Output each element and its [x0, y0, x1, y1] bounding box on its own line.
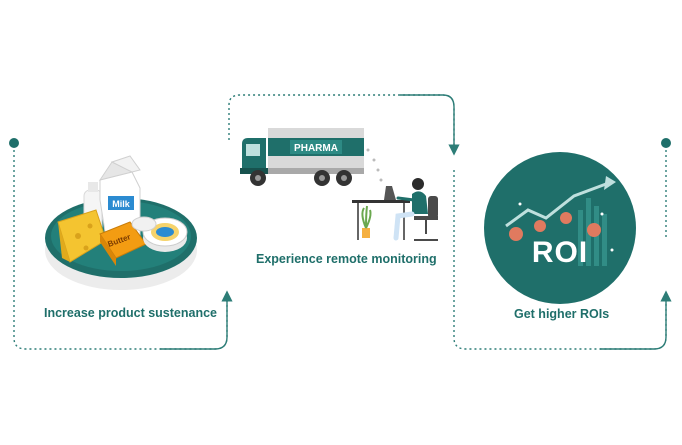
connector-2 [228, 94, 460, 156]
roi-growth-icon: ROI [484, 152, 636, 304]
truck-label: PHARMA [294, 143, 338, 154]
dairy-products-icon: Milk Butter [45, 155, 197, 290]
connector-3 [453, 138, 672, 350]
step-2-label: Experience remote monitoring [256, 252, 437, 266]
step-3-label: Get higher ROIs [514, 307, 610, 321]
end-dot [661, 138, 671, 148]
start-dot [9, 138, 19, 148]
truck-monitoring-icon: PHARMA [240, 128, 438, 241]
step-1-label: Increase product sustenance [44, 306, 217, 320]
connector-1 [9, 138, 233, 350]
roi-label: ROI [532, 236, 588, 269]
milk-label: Milk [112, 199, 130, 209]
